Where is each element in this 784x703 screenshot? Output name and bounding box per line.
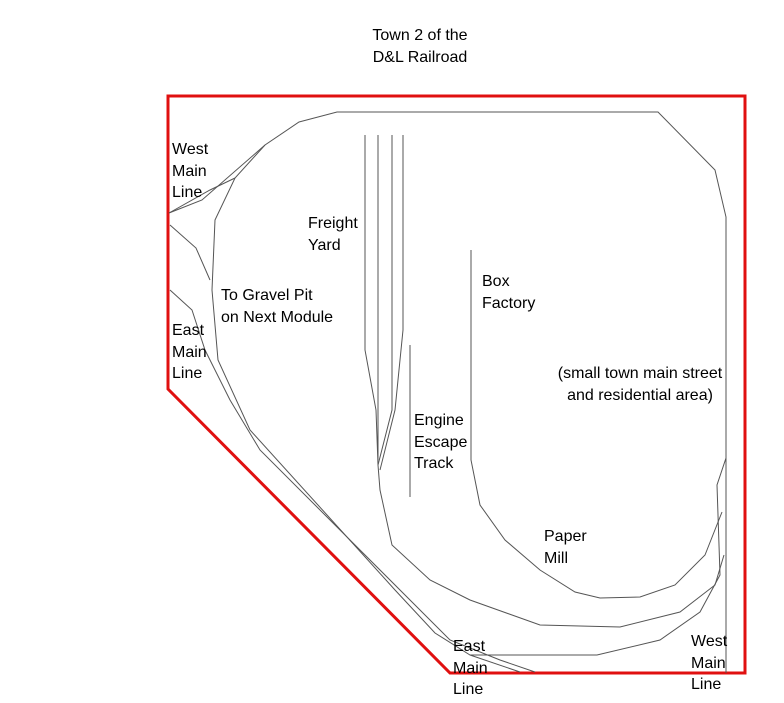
freight-yard-label: Freight Yard <box>308 215 358 254</box>
west-main-line-track-top-2 <box>168 177 236 214</box>
paper-mill-label: Paper Mill <box>544 528 587 567</box>
east-main-line-label-bottom: East Main Line <box>453 638 488 698</box>
east-main-line-track-bottom <box>469 654 521 673</box>
gravel-pit-label: To Gravel Pit on Next Module <box>221 287 334 326</box>
inner-loop-track <box>377 464 725 628</box>
west-main-line-label-bottom: West Main Line <box>691 633 728 693</box>
box-factory-track <box>470 250 723 599</box>
west-main-line-track-top <box>168 144 266 214</box>
west-main-line-label-top: West Main Line <box>172 141 209 201</box>
east-main-line-label-left: East Main Line <box>172 322 207 382</box>
east-main-line-track-left <box>169 289 536 673</box>
main-loop-track <box>211 111 727 656</box>
box-factory-label: Box Factory <box>482 273 536 312</box>
diagram-title: Town 2 of the D&L Railroad <box>372 27 468 66</box>
gravel-pit-track <box>169 224 211 281</box>
engine-escape-track-label: Engine Escape Track <box>414 412 468 472</box>
freight-yard-track-4 <box>379 135 404 471</box>
freight-yard-track-3 <box>377 135 393 466</box>
residential-area-label: (small town main street and residential … <box>557 365 723 404</box>
module-border <box>166 94 747 675</box>
freight-yard-track-1 <box>364 135 379 466</box>
